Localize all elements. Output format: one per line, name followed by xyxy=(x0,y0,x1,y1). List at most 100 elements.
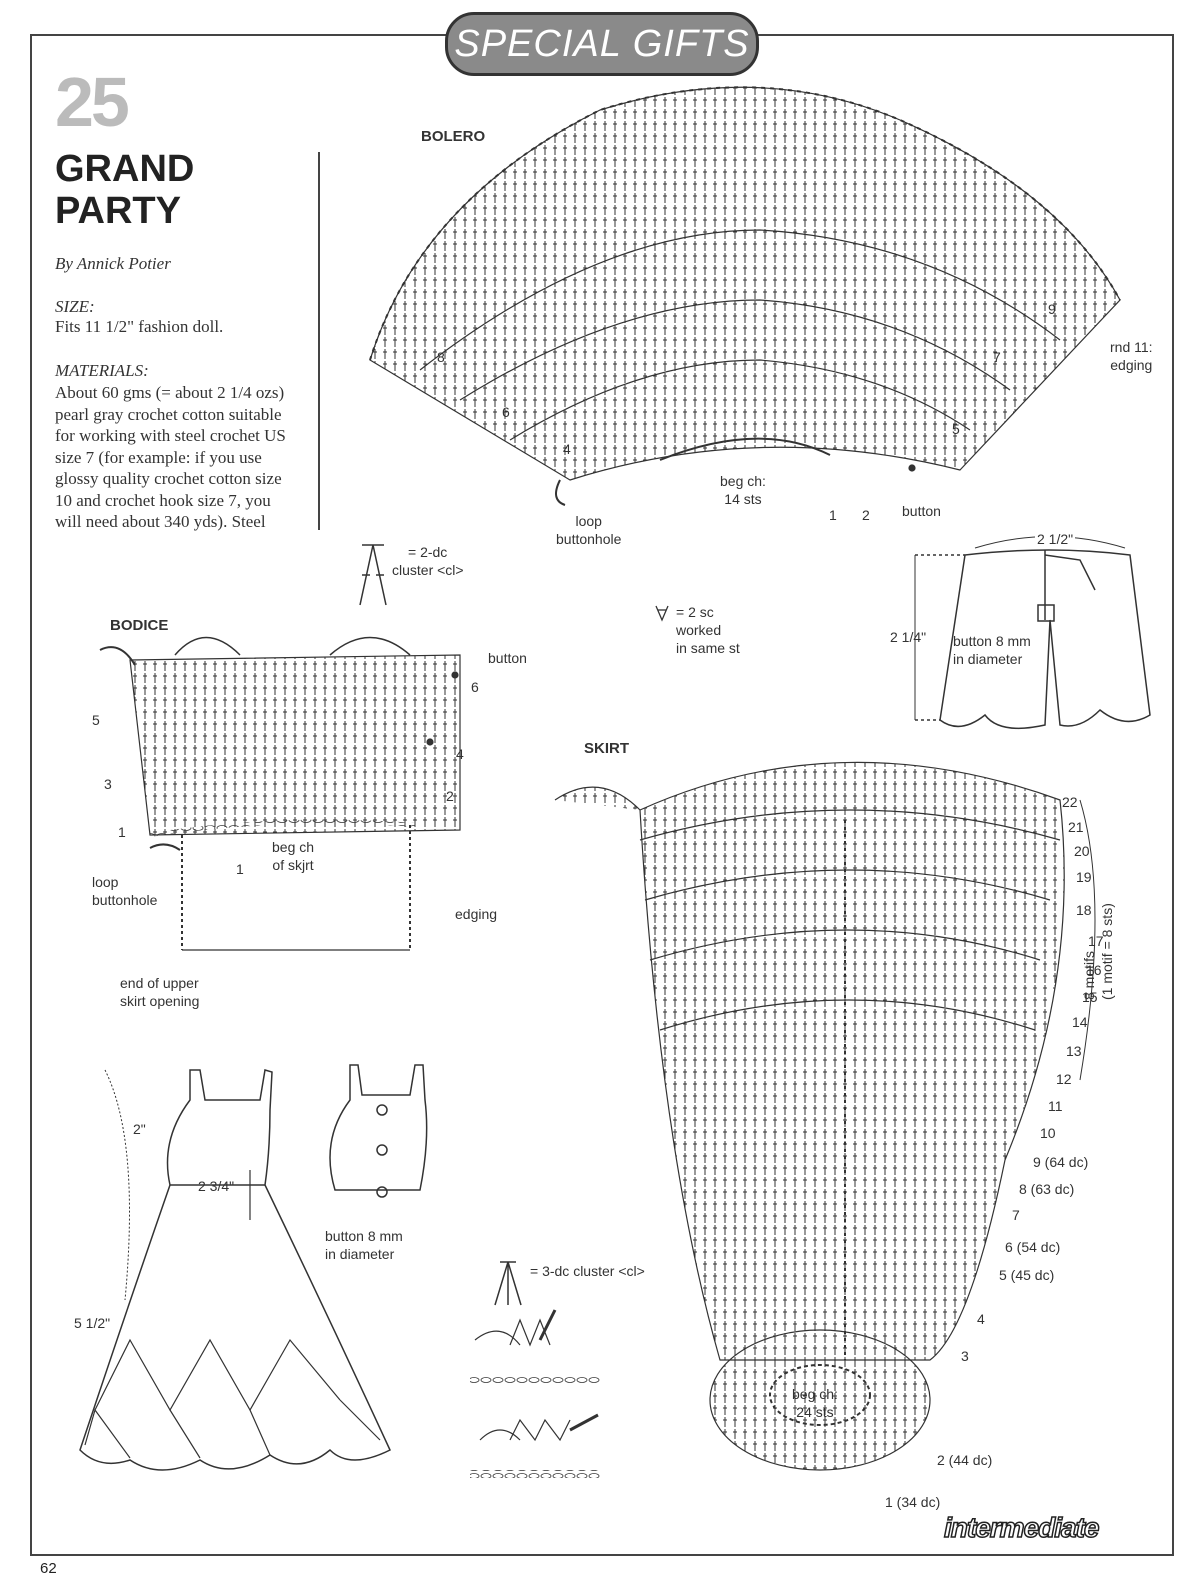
rnd11-text: rnd 11: xyxy=(1110,339,1153,355)
buttonhole-text: buttonhole xyxy=(556,531,622,547)
bodice-row-4: 4 xyxy=(456,746,464,762)
pattern-number: 25 xyxy=(55,63,130,141)
skirt-row-label: 13 xyxy=(1066,1043,1082,1059)
sc2-line1: = 2 sc xyxy=(676,604,714,620)
cluster-3dc-legend: = 3-dc cluster <cl> xyxy=(530,1263,645,1279)
bodice-buttonhole-text: buttonhole xyxy=(92,892,158,908)
bolero-schematic-button-label: button 8 mm in diameter xyxy=(953,632,1031,668)
dress-length-label: 5 1/2" xyxy=(74,1315,111,1331)
bolero-row-9: 9 xyxy=(1048,301,1056,317)
bolero-row-1: 1 xyxy=(829,507,837,523)
page-number: 62 xyxy=(40,1560,57,1577)
bodice-end-line2: skirt opening xyxy=(120,993,200,1009)
size-text: Fits 11 1/2" fashion doll. xyxy=(55,317,224,336)
bodice-button-label: button xyxy=(488,650,527,666)
skirt-row-label: 1 (34 dc) xyxy=(885,1494,941,1510)
skirt-beg-ch-text: beg ch: xyxy=(792,1386,838,1402)
bolero-beg-ch-label: beg ch: 14 sts xyxy=(720,472,766,508)
dress-button-label: button 8 mm in diameter xyxy=(325,1227,403,1263)
bodice-beg-ch-text: beg ch xyxy=(272,839,315,855)
skirt-motifs-line2: (1 motif = 8 sts) xyxy=(1099,903,1115,1000)
skirt-row-label: 8 (63 dc) xyxy=(1019,1181,1075,1197)
skirt-row-label: 16 xyxy=(1086,962,1102,978)
skirt-row-label: 15 xyxy=(1082,989,1098,1005)
skirt-row-label: 2 (44 dc) xyxy=(937,1452,993,1468)
bodice-of-skirt-text: of skjrt xyxy=(272,857,314,873)
bolero-heading: BOLERO xyxy=(421,128,486,145)
cluster-2dc-legend: = 2-dc cluster <cl> xyxy=(392,543,464,579)
skirt-row-label: 19 xyxy=(1076,869,1092,885)
bolero-loop-label: loop buttonhole xyxy=(556,512,621,548)
bodice-diagram xyxy=(99,636,461,951)
bolero-row-2: 2 xyxy=(862,507,870,523)
author: By Annick Potier xyxy=(55,254,171,273)
bolero-row-4: 4 xyxy=(563,441,571,457)
materials-heading: MATERIALS: xyxy=(55,361,149,380)
cluster-2dc-symbol xyxy=(359,544,387,606)
dress-shoulder-label: 2" xyxy=(133,1121,146,1137)
sc2-legend: = 2 sc worked in same st xyxy=(676,603,740,657)
cluster-3dc-symbol xyxy=(494,1261,522,1306)
bolero-diagram xyxy=(369,86,1121,506)
bodice-end-line1: end of upper xyxy=(120,975,199,991)
edging-text: edging xyxy=(1110,357,1153,373)
materials-line: About 60 gms (= about 2 1/4 ozs) xyxy=(55,383,285,402)
skirt-row-label: 6 (54 dc) xyxy=(1005,1239,1061,1255)
skirt-row-label: 22 xyxy=(1062,794,1078,810)
bodice-row-5: 5 xyxy=(92,712,100,728)
materials-line: 10 and crochet hook size 7, you xyxy=(55,490,271,510)
sc2-symbol xyxy=(655,605,669,622)
bolero-schematic xyxy=(914,536,1151,730)
skirt-row-label: 5 (45 dc) xyxy=(999,1267,1055,1283)
bodice-end-label: end of upper skirt opening xyxy=(120,974,199,1010)
skirt-row-label: 14 xyxy=(1072,1014,1088,1030)
bolero-row-6: 6 xyxy=(502,404,510,420)
beg-sts-text: 14 sts xyxy=(724,491,762,507)
skirt-row-label: 4 xyxy=(977,1311,985,1327)
bodice-row-6: 6 xyxy=(471,679,479,695)
skirt-row-label: 3 xyxy=(961,1348,969,1364)
banner-text: SPECIAL GIFTS xyxy=(454,22,750,65)
sc2-line2: worked xyxy=(676,622,722,638)
bolero-row-5: 5 xyxy=(952,421,960,437)
sc2-line3: in same st xyxy=(676,640,740,656)
bolero-rnd11-label: rnd 11: edging xyxy=(1110,338,1153,374)
bodice-loop-text: loop xyxy=(92,874,119,890)
bolero-schematic-button-line2: in diameter xyxy=(953,651,1023,667)
dress-button-line1: button 8 mm xyxy=(325,1228,403,1244)
title-line-1: GRAND xyxy=(55,148,195,190)
skirt-row-label: 11 xyxy=(1048,1098,1063,1114)
skirt-motifs-line1: 8 motifs xyxy=(1081,950,1097,1000)
skirt-row-label: 17 xyxy=(1088,933,1104,949)
cluster-2dc-line1: = 2-dc xyxy=(408,544,448,560)
loop-text: loop xyxy=(575,513,602,529)
pattern-title: GRAND PARTY xyxy=(55,148,194,232)
bodice-row-2: 2 xyxy=(446,788,454,804)
skirt-motifs-label: 8 motifs (1 motif = 8 sts) xyxy=(1080,770,1116,1000)
skirt-beg-ch-label: beg ch: 24 sts xyxy=(792,1385,838,1421)
bodice-row-1b: 1 xyxy=(236,861,244,877)
skirt-row-label: 12 xyxy=(1056,1071,1072,1087)
skirt-diagram xyxy=(554,761,1096,1471)
bodice-heading: BODICE xyxy=(110,617,169,634)
bodice-beg-ch-label: beg ch of skjrt xyxy=(272,838,314,874)
bodice-row-1: 1 xyxy=(118,824,126,840)
materials-line: pearl gray crochet cotton suitable xyxy=(55,404,282,424)
column-divider xyxy=(318,152,320,530)
cluster-step-illustrations xyxy=(470,1309,600,1478)
dress-schematic xyxy=(79,1064,428,1471)
beg-ch-text: beg ch: xyxy=(720,473,766,489)
size-heading: SIZE: xyxy=(55,297,95,316)
title-line-2: PARTY xyxy=(55,190,181,232)
cluster-2dc-line2: cluster <cl> xyxy=(392,562,464,578)
materials-line: will need about 340 yds). Steel xyxy=(55,512,266,531)
bolero-schematic-button-line1: button 8 mm xyxy=(953,633,1031,649)
skirt-row-label: 7 xyxy=(1012,1207,1020,1223)
skirt-row-label: 21 xyxy=(1068,819,1084,835)
bolero-row-8: 8 xyxy=(437,349,445,365)
materials-text: About 60 gms (= about 2 1/4 ozs) pearl g… xyxy=(55,382,305,533)
bodice-edging-label: edging xyxy=(455,906,498,922)
materials-line: glossy quality crochet cotton size xyxy=(55,469,282,488)
materials-line: size 7 (for example: if you use xyxy=(55,447,262,467)
